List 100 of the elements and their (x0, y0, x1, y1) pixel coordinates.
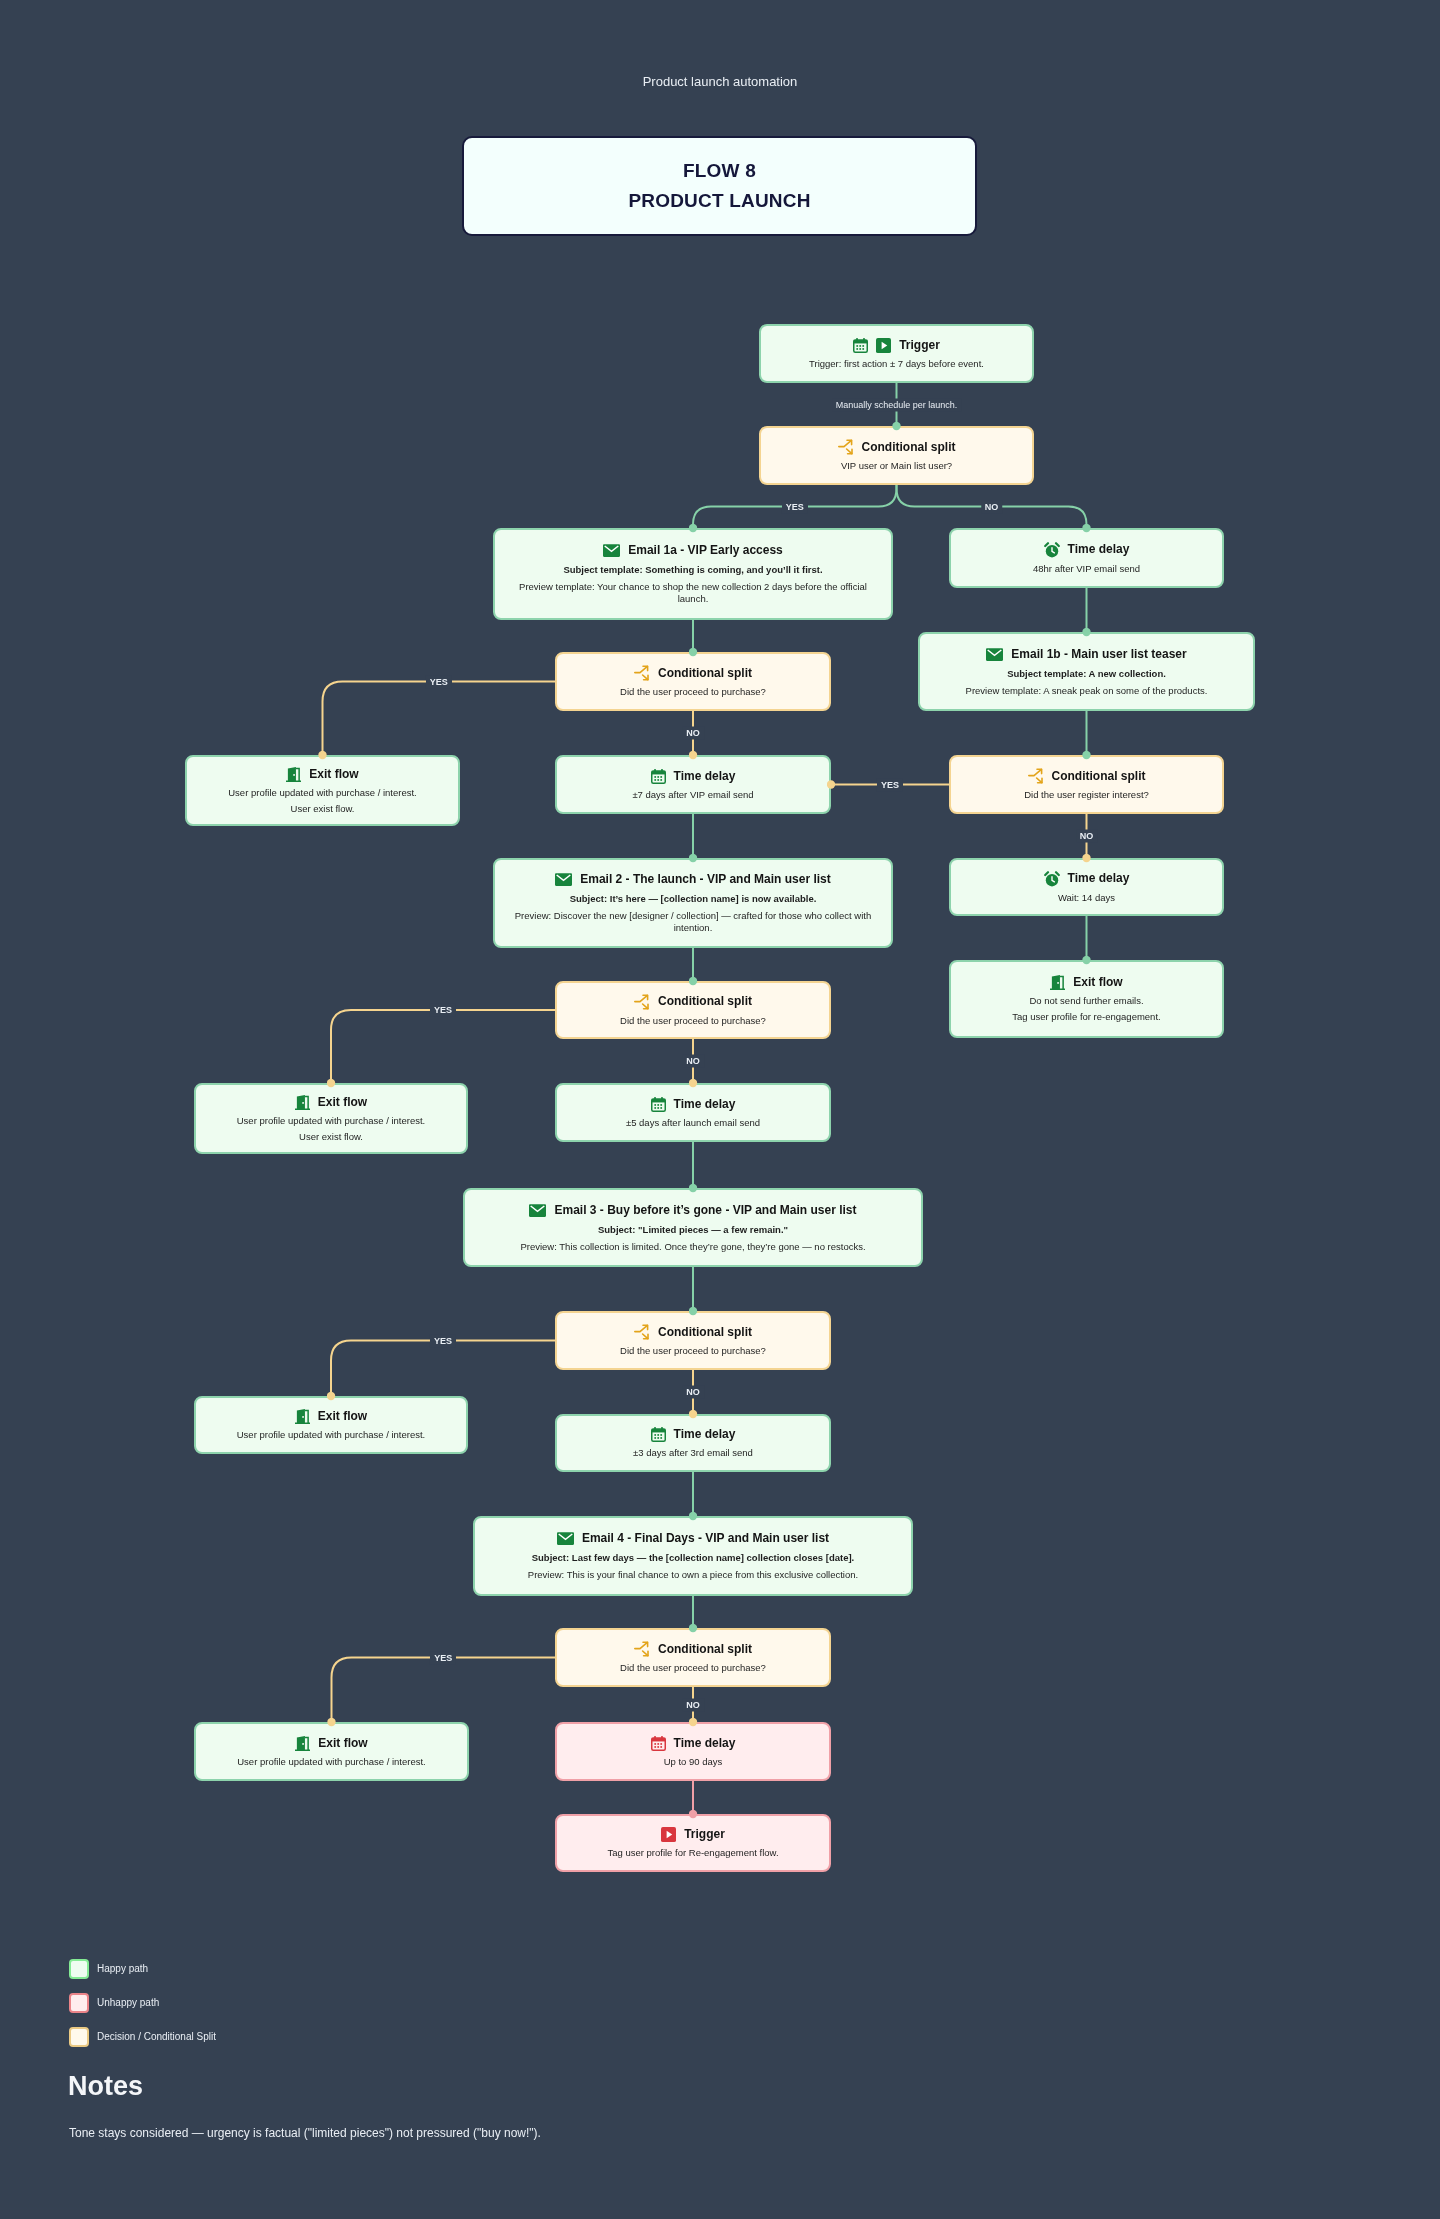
decision-box (555, 981, 831, 1039)
node-description: Up to 90 days (663, 1755, 723, 1768)
node-description: User exist flow. (290, 802, 355, 815)
node-description: ±5 days after launch email send (625, 1116, 761, 1129)
node-title: Exit flow (317, 1409, 368, 1424)
note-text: Tone stays considered — urgency is factual ("limited pieces") not pressured ("buy now!"). (69, 2126, 541, 2141)
legend-label: Unhappy path (97, 1997, 160, 2009)
node-title: Time delay (1067, 871, 1130, 886)
node-description: ±7 days after VIP email send (632, 788, 754, 801)
decision-box (555, 652, 831, 711)
node-title: Email 1a - VIP Early access (628, 543, 783, 558)
email-preview: Preview: This is your final chance to own a piece from this exclusive collection. (527, 1569, 859, 1581)
node-title: Conditional split (658, 1324, 752, 1340)
connector-line (1082, 710, 1091, 760)
banner-text: PRODUCT LAUNCH (628, 190, 811, 212)
decision-box (759, 426, 1034, 485)
connector-line (327, 1656, 556, 1727)
node-title: Conditional split (861, 439, 956, 455)
node-description: User profile updated with purchase / interest. (228, 786, 417, 799)
connector-line (688, 813, 698, 863)
node-title: Time delay (673, 1096, 736, 1112)
node-title: Email 1b - Main user list teaser (1011, 646, 1187, 662)
process-box (555, 1722, 831, 1781)
diagram-title: Product launch automation (642, 74, 798, 90)
email-subject: Subject template: A new collection. (1007, 667, 1166, 680)
node-description: Tag user profile for re-engagement. (1012, 1011, 1161, 1023)
notes-heading: Notes (68, 2070, 143, 2102)
process-box (949, 858, 1224, 916)
process-box (194, 1396, 468, 1454)
connector-line (895, 484, 1091, 533)
connector-line (688, 1780, 698, 1819)
connector-line (688, 1266, 698, 1316)
node-description: Did the user proceed to purchase? (620, 686, 766, 698)
decision-box (555, 1311, 831, 1370)
node-description: Do not send further emails. (1029, 995, 1144, 1007)
node-description: Wait: 14 days (1057, 891, 1116, 904)
node-title: Trigger (899, 337, 940, 353)
node-description: 48hr after VIP email send (1033, 562, 1140, 575)
process-box (949, 960, 1224, 1038)
node-description: VIP user or Main list user? (840, 460, 953, 472)
connector-line (688, 1141, 698, 1193)
process-box (194, 1083, 468, 1154)
process-box (949, 528, 1224, 588)
connector-line (326, 1009, 556, 1088)
email-box (493, 858, 893, 948)
node-title: Exit flow (317, 1094, 368, 1110)
node-description: User profile updated with purchase / interest. (237, 1755, 426, 1768)
node-title: Time delay (673, 768, 736, 784)
email-preview: Preview template: A sneak peak on some of the products. (965, 684, 1208, 697)
email-subject: Subject: "Limited pieces — a few remain." (597, 1223, 789, 1236)
decision-box (949, 755, 1224, 814)
email-preview: Preview: This collection is limited. Once they’re gone, they’re gone — no restocks. (520, 1240, 866, 1253)
email-subject: Subject: Last few days — the [collection name] collection closes [date]. (531, 1552, 855, 1564)
node-title: Conditional split (1051, 768, 1146, 784)
email-preview: Preview: Discover the new [designer / collection] — crafted for those who collect with intention. (513, 910, 873, 934)
email-preview: Preview template: Your chance to shop the new collection 2 days before the official launch. (518, 581, 868, 605)
node-description: Did the user proceed to purchase? (620, 1662, 766, 1674)
node-title: Exit flow (1073, 975, 1123, 990)
email-box (463, 1188, 923, 1267)
email-box (493, 528, 893, 620)
node-title: Time delay (1067, 542, 1130, 557)
process-box (555, 1414, 831, 1472)
email-box (473, 1516, 913, 1596)
connector-line (318, 680, 556, 760)
node-description: ±3 days after 3rd email send (633, 1447, 753, 1459)
node-title: Time delay (673, 1735, 736, 1751)
process-box (555, 1814, 831, 1872)
email-box (918, 632, 1255, 711)
decision-box (555, 1628, 831, 1687)
node-title: Conditional split (658, 994, 752, 1009)
legend-label: Happy path (97, 1963, 149, 1975)
connector-line (688, 619, 698, 657)
node-title: Exit flow (309, 766, 359, 782)
node-description: User profile updated with purchase / interest. (236, 1429, 426, 1441)
node-description: User exist flow. (299, 1130, 363, 1143)
node-description: Tag user profile for Re-engagement flow. (607, 1847, 779, 1859)
node-description: User profile updated with purchase / interest. (236, 1114, 426, 1127)
connector-line (326, 1339, 556, 1401)
process-box (759, 324, 1034, 383)
connector-line (688, 1471, 698, 1521)
banner-text: FLOW 8 (683, 160, 756, 182)
email-subject: Subject template: Something is coming, and you’ll it first. (563, 564, 823, 576)
node-description: Did the user proceed to purchase? (620, 1014, 766, 1027)
node-title: Conditional split (658, 665, 752, 681)
process-box (194, 1722, 469, 1781)
node-title: Exit flow (318, 1735, 368, 1751)
node-title: Time delay (673, 1427, 736, 1442)
email-subject: Subject: It’s here — [collection name] is now available. (569, 893, 817, 905)
connector-line (1082, 915, 1091, 965)
node-title: Trigger (684, 1827, 725, 1842)
node-description: Did the user register interest? (1024, 789, 1149, 801)
node-title: Email 4 - Final Days - VIP and Main user list (581, 1531, 830, 1546)
node-title: Conditional split (658, 1641, 752, 1657)
process-box (555, 755, 831, 814)
connector-line (688, 947, 698, 986)
node-description: Did the user proceed to purchase? (620, 1345, 766, 1357)
process-box (555, 1083, 831, 1142)
connector-line (688, 1595, 698, 1633)
node-description: Trigger: first action ± 7 days before event. (809, 357, 984, 370)
flow-title-box (462, 136, 977, 236)
